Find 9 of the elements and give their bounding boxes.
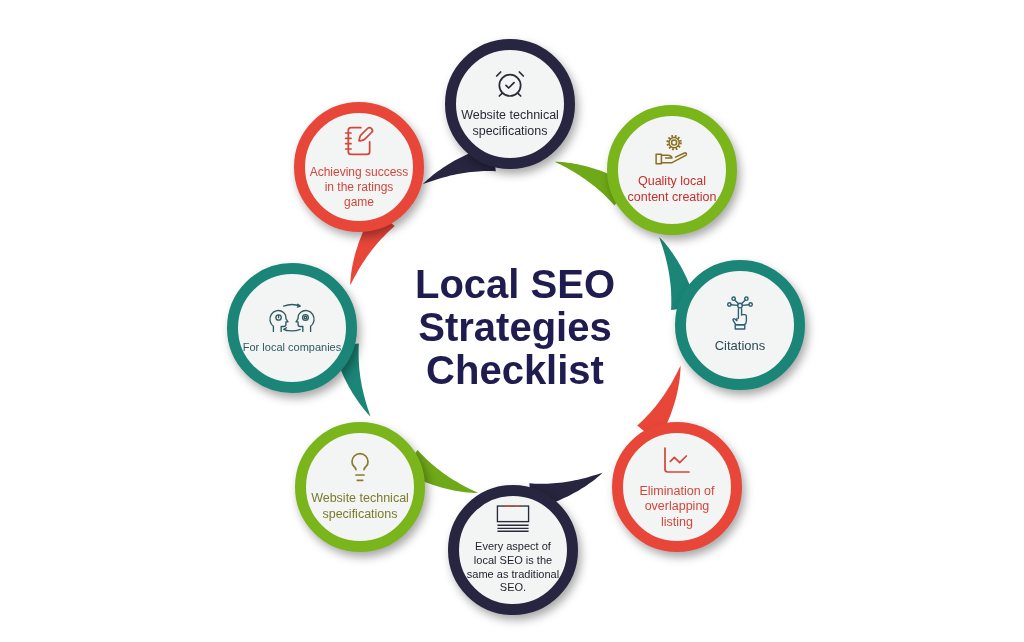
node-label: For local companies [242,340,342,355]
node-label: Citations [714,337,766,355]
node-label: Every aspect of local SEO is the same as traditional SEO. [465,540,561,595]
node-label: Elimination of overlapping listing [638,483,716,531]
node-label: Achieving success in the ratings game [309,164,409,210]
node-label: Website technical specifications [310,491,410,523]
node-label: Website technical specifications [460,108,560,140]
diagram-title: Local SEO Strategies Checklist [413,263,617,392]
node-label: Quality local content creation [626,174,718,206]
